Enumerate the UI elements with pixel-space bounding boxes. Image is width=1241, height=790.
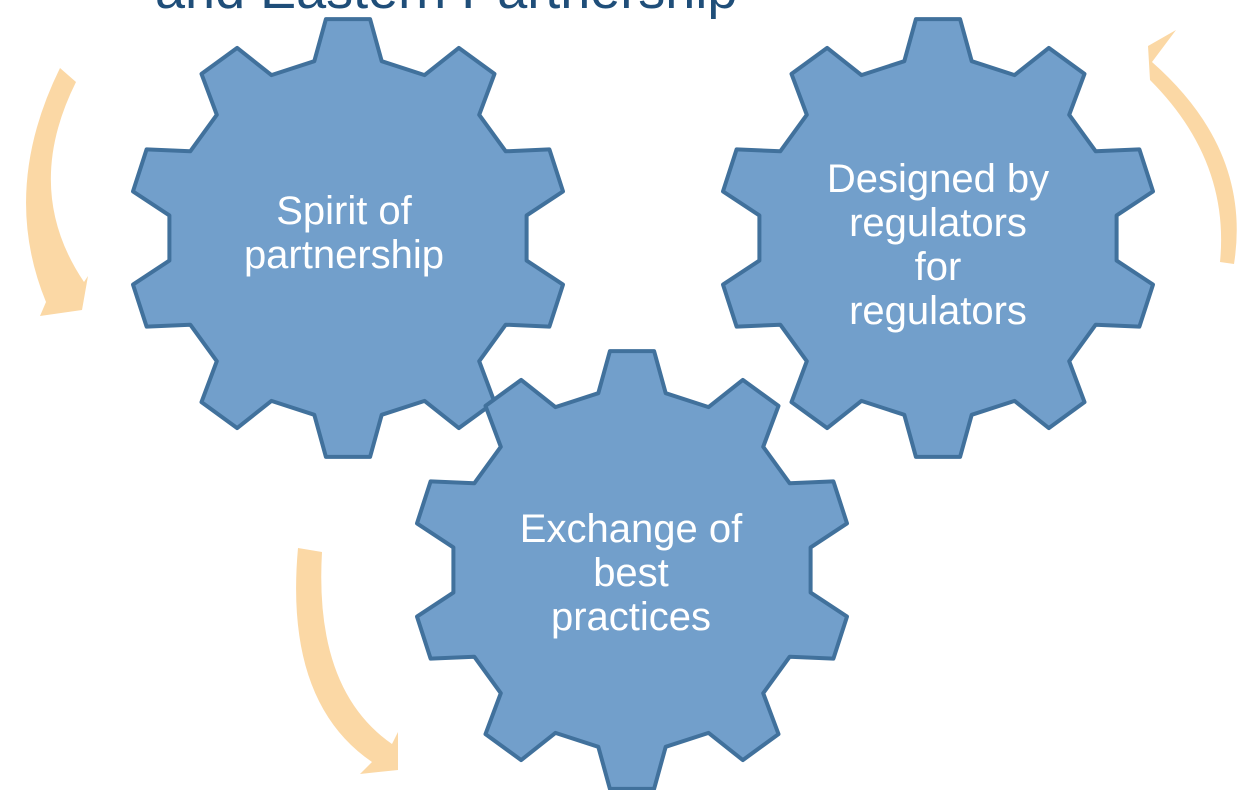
gear-label-line: regulators <box>849 289 1027 333</box>
gear-label-line: for <box>914 245 962 289</box>
gear-label-exchange: Exchange of best practices <box>491 488 771 658</box>
gear-label-line: best <box>593 551 669 595</box>
gear-designed-by-regulators <box>721 17 1155 459</box>
gear-label-spirit: Spirit of partnership <box>204 178 484 288</box>
gear-label-line: partnership <box>243 233 445 277</box>
curved-arrow-bottom <box>296 548 398 774</box>
slide-title: and Eastern Partnership <box>155 0 737 20</box>
gear-label-designed: Designed by regulators for regulators <box>798 150 1078 340</box>
gear-spirit-of-partnership <box>131 17 565 459</box>
gear-exchange-of-best-practices <box>415 349 849 790</box>
gear-label-line: Exchange of <box>519 507 743 551</box>
gear-label-line: practices <box>550 595 712 639</box>
gear-label-line: Designed by <box>826 157 1050 201</box>
gear-label-line: Spirit of <box>276 189 412 233</box>
curved-arrow-left <box>26 68 89 316</box>
gear-label-line: regulators <box>849 201 1027 245</box>
curved-arrow-right <box>1148 30 1237 264</box>
